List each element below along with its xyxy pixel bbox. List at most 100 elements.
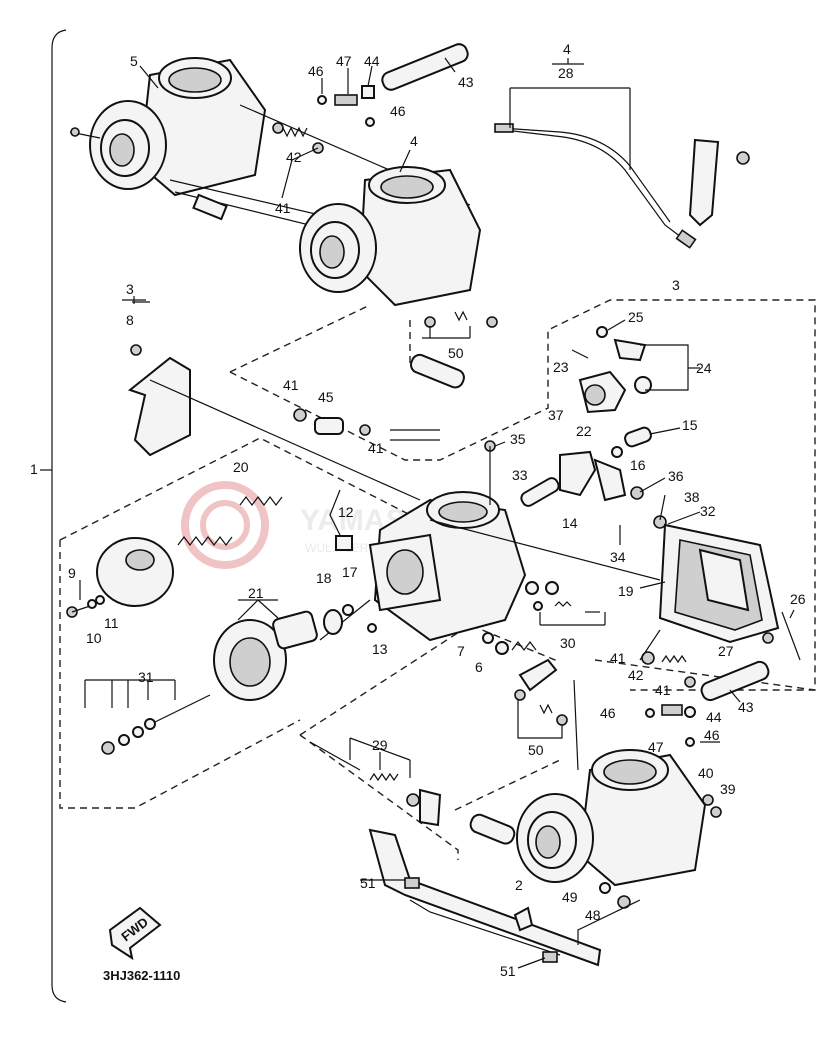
carburetor-5[interactable] [69,57,267,197]
airbox-plate-19[interactable] [658,523,780,644]
linkage-bar-51[interactable] [368,828,602,967]
main-assembly-bracket [51,29,67,1003]
washer-17[interactable] [342,604,354,616]
callout-3-a: 3 [126,281,134,297]
screws-50-bottom[interactable] [514,689,568,739]
spring-mid[interactable] [511,641,537,651]
fitting-47-top[interactable] [334,94,358,106]
pilot-screw-set-29[interactable] [309,737,442,827]
forward-arrow: FWD [108,906,162,961]
callout-36: 36 [668,468,684,484]
callout-21: 21 [248,585,264,601]
spring-42-top[interactable] [272,122,324,154]
callout-4-top: 4 [563,41,571,57]
callout-33: 33 [512,467,528,483]
jet-set-31[interactable] [84,679,211,755]
throttle-cable[interactable] [494,123,697,249]
callout-44-a: 44 [364,53,380,69]
screw-25[interactable] [596,326,608,338]
callout-labels: 5 46 47 44 43 4 28 46 42 4 41 3 8 50 3 2… [68,41,806,979]
clip-46-top-2[interactable] [365,117,375,127]
callout-46-b: 46 [390,103,406,119]
callout-24: 24 [696,360,712,376]
callout-18: 18 [316,570,332,586]
callout-39: 39 [720,781,736,797]
cable-bracket[interactable] [688,138,720,227]
screw-23[interactable] [571,349,589,359]
watermark-logo-circle [181,481,269,569]
hose-bottom[interactable] [468,812,516,846]
callout-40: 40 [698,765,714,781]
fitting-45[interactable] [293,408,440,441]
fitting-15[interactable] [623,426,652,448]
throttle-sensor-22-24[interactable] [578,338,652,414]
carburetor-2[interactable] [516,749,707,887]
callout-5: 5 [130,53,138,69]
diaphragm-cover-9[interactable] [96,537,174,607]
clip-12[interactable] [335,535,353,551]
oring-13[interactable] [367,623,377,633]
leader-dash-2 [454,759,561,811]
clip-46-top[interactable] [317,95,327,105]
hose-43-lower[interactable] [699,660,771,703]
callout-41-d: 41 [610,650,626,666]
washer-6[interactable] [495,641,509,655]
callout-19: 19 [618,583,634,599]
hose-43-top[interactable] [380,42,470,92]
fitting-41-lower-2[interactable] [684,676,696,688]
nut-36[interactable] [630,486,644,500]
screws-50-top[interactable] [424,310,498,328]
plug-18[interactable] [323,609,343,635]
callout-49: 49 [562,889,578,905]
hose-connector-mid[interactable] [409,353,467,390]
callout-46-a: 46 [308,63,324,79]
jet-parts-30[interactable] [525,581,606,626]
callout-35: 35 [510,431,526,447]
callout-25: 25 [628,309,644,325]
oring-16[interactable] [611,446,623,458]
callout-41-e: 41 [655,682,671,698]
callout-31: 31 [138,669,154,685]
spring-42-lower[interactable] [661,654,687,664]
callout-48: 48 [585,907,601,923]
leader-dash-1 [229,304,371,373]
bracket-8[interactable] [127,344,191,457]
callout-23: 23 [553,359,569,375]
clip-46-lower[interactable] [645,708,655,718]
nut-38[interactable] [653,515,667,529]
lever-mid[interactable] [518,658,558,692]
callout-17: 17 [342,564,358,580]
washer-7[interactable] [482,632,494,644]
carburetor-4[interactable] [299,166,482,307]
callout-41-c: 41 [368,440,384,456]
bracket-bolt[interactable] [736,151,750,165]
callout-41-b: 41 [283,377,299,393]
screw-27[interactable] [762,632,774,644]
hose-33[interactable] [519,476,561,508]
clamp-44-lower[interactable] [684,706,696,718]
clip-46-lower-2[interactable] [685,737,695,747]
callout-51-b: 51 [500,963,516,979]
callout-2: 2 [515,877,523,893]
callout-34: 34 [610,549,626,565]
spring-20[interactable] [177,496,283,546]
leader-lines [79,57,795,771]
washer-49[interactable] [599,882,611,894]
screw-26[interactable] [781,611,801,661]
linkage-sleeve [192,193,228,221]
callout-45: 45 [318,389,334,405]
callout-43-a: 43 [458,74,474,90]
screw-39[interactable] [710,806,722,818]
callout-9: 9 [68,565,76,581]
piston-diaphragm-21[interactable] [213,610,318,701]
callout-bracket-4-28 [552,58,584,65]
callout-11: 11 [104,615,119,631]
callout-47-a: 47 [336,53,352,69]
callout-46-c: 46 [600,705,616,721]
callout-42-a: 42 [286,149,302,165]
throttle-lever-37[interactable] [559,450,627,502]
screw-set-9-10-11[interactable] [66,595,105,618]
nut-40[interactable] [702,794,714,806]
clamp-44-top[interactable] [361,85,375,99]
fitting-47-lower[interactable] [661,704,683,716]
